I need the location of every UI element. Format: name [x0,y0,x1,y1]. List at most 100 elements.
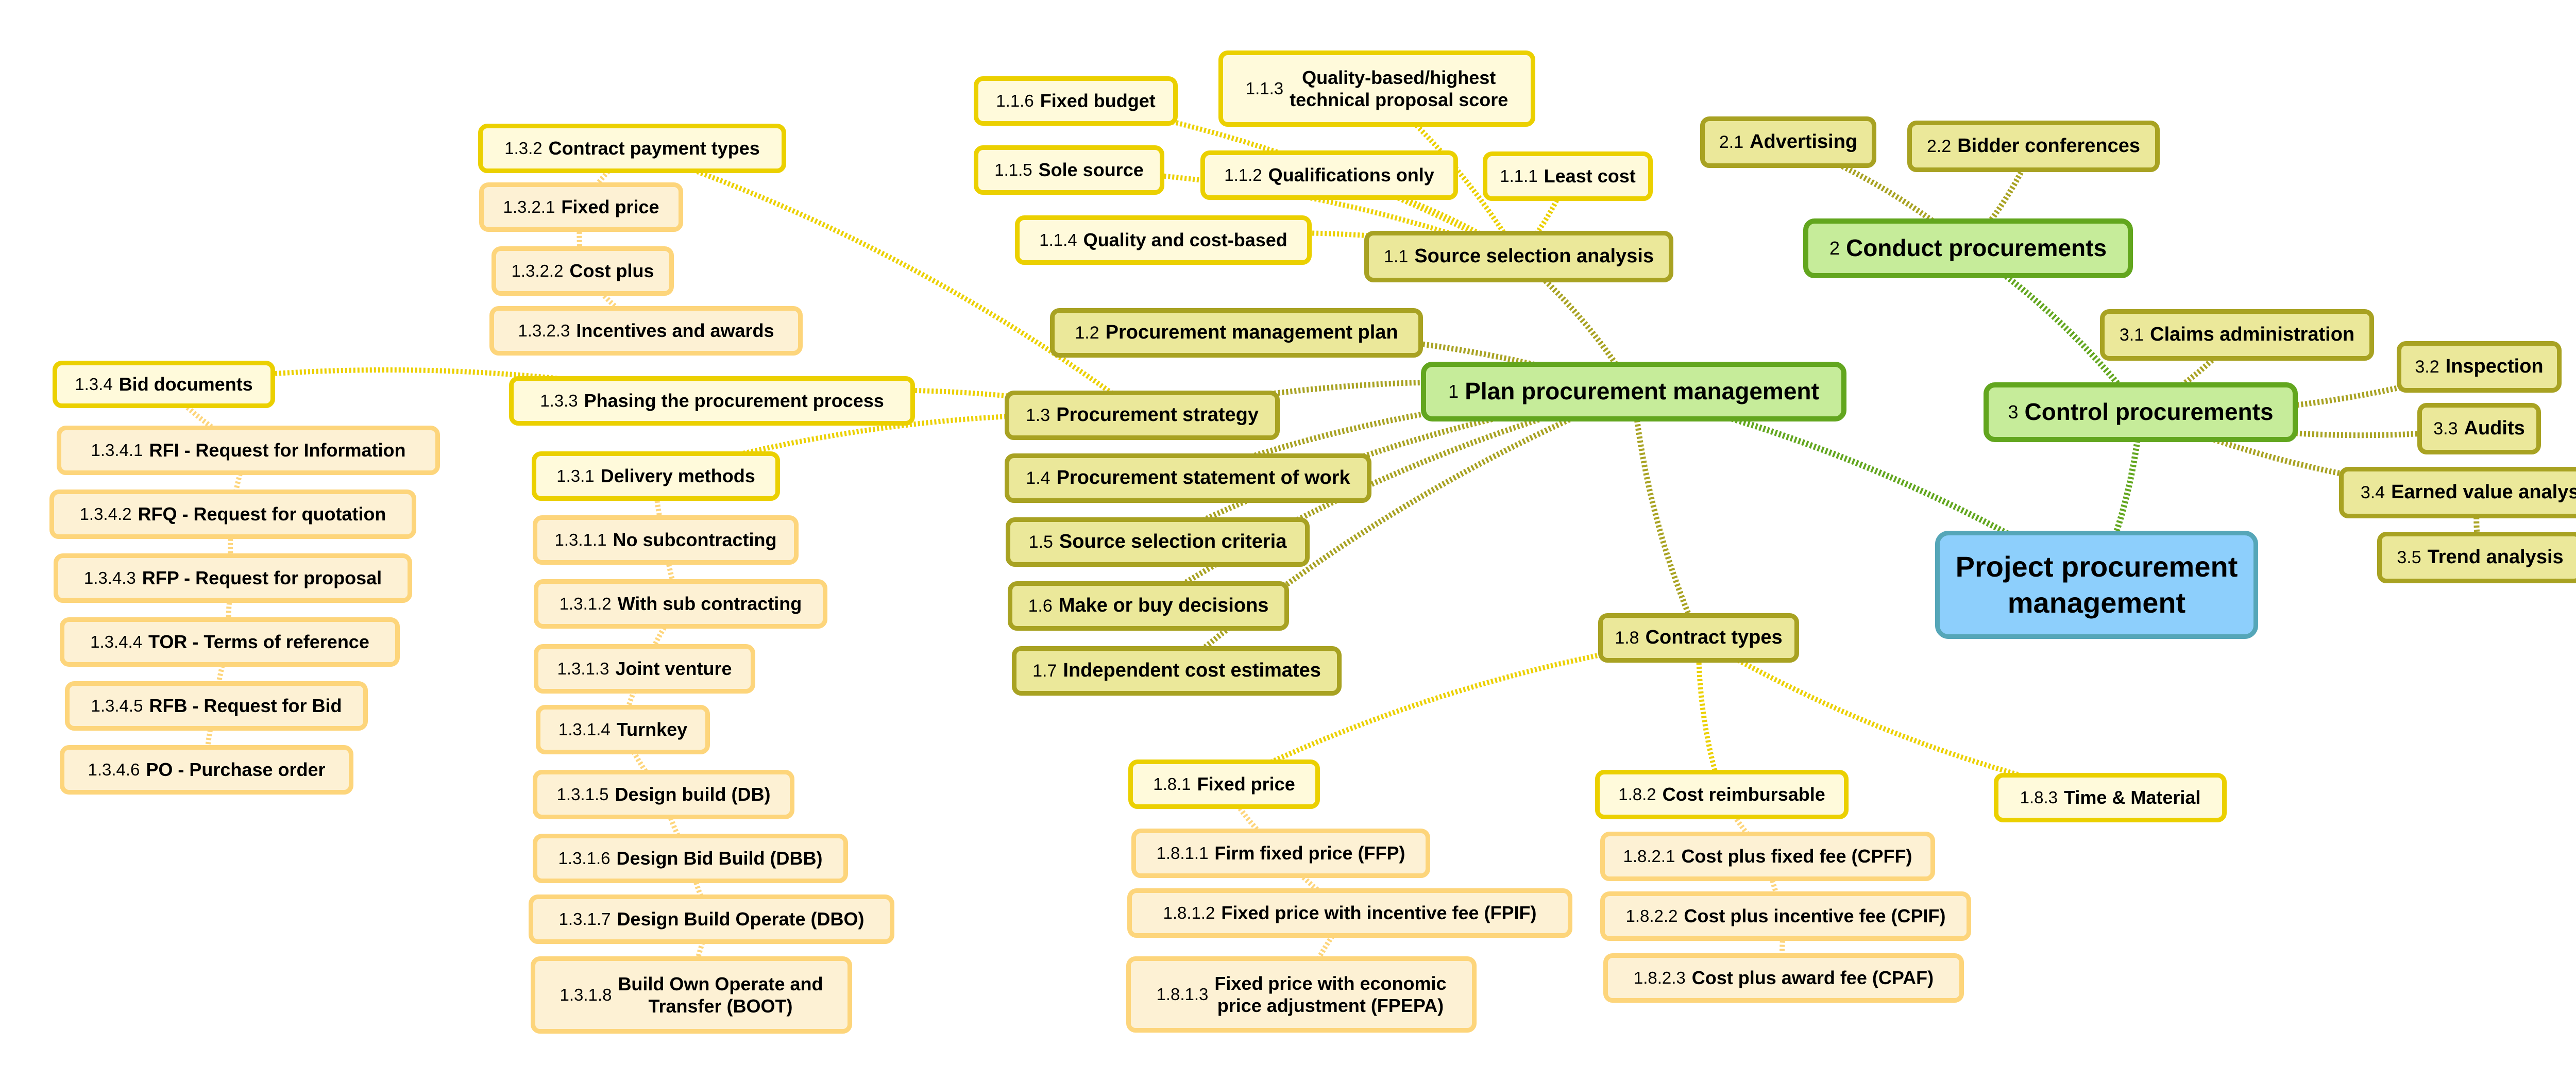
node-label: Design build (DB) [615,784,771,805]
node-label: RFQ - Request for quotation [138,503,386,525]
node-number: 1.1.3 [1245,79,1284,98]
node-number: 1.3.4.3 [83,568,136,587]
node-label: Contract payment types [548,138,760,159]
node-label: Bid documents [118,374,253,395]
node-number: 1.4 [1026,468,1050,488]
node-number: 1.3.1 [556,466,595,485]
node-label: Plan procurement management [1465,378,1819,405]
node-number: 1.3.4.2 [79,504,132,524]
node-number: 1.3.1.7 [558,909,611,929]
node-number: 1.3.4.1 [91,441,143,460]
node-label: Procurement management plan [1105,322,1398,344]
node-number: 1.3.1.3 [557,659,609,678]
node-rfp[interactable]: 1.3.4.3 RFP - Request for proposal [54,553,412,603]
node-label: Phasing the procurement process [584,390,884,412]
node-label: Fixed price with economic price adjustme… [1214,972,1447,1016]
node-label: Project procurement management [1955,550,2238,619]
node-number: 1.3.4.5 [91,696,143,715]
node-label: Design Bid Build (DBB) [616,848,823,869]
node-number: 1.3.2 [504,139,543,158]
connector-n1_3-n1_3_2 [631,146,1144,418]
node-number: 3.3 [2433,418,2458,438]
node-label: Advertising [1750,131,1858,153]
node-label: Earned value analysis [2391,481,2576,503]
node-label: Fixed price with incentive fee (FPIF) [1221,902,1537,924]
node-label: Source selection analysis [1414,245,1654,267]
node-label: Independent cost estimates [1063,660,1321,682]
node-number: 1.3.2.1 [503,197,555,216]
node-label: Turnkey [616,719,688,740]
node-design-build-operate[interactable]: 1.3.1.7 Design Build Operate (DBO) [529,895,894,944]
node-contract-types[interactable]: 1.8 Contract types [1598,613,1799,663]
node-label: Contract types [1645,627,1783,649]
node-label: Fixed budget [1040,90,1156,112]
node-number: 3 [2008,401,2019,423]
node-rfq[interactable]: 1.3.4.2 RFQ - Request for quotation [49,490,416,539]
node-number: 1.8 [1615,628,1639,648]
node-contract-payment-types[interactable]: 1.3.2 Contract payment types [478,124,786,173]
node-label: Least cost [1544,165,1636,187]
node-label: Design Build Operate (DBO) [617,908,865,930]
node-number: 1.8.1 [1153,774,1191,794]
node-number: 1.3.1.8 [560,985,612,1004]
node-label: Cost plus award fee (CPAF) [1691,967,1934,989]
node-number: 1.3 [1025,405,1050,425]
node-number: 1.1.5 [994,160,1032,179]
root-node-project-procurement-management[interactable]: Project procurement management [1935,531,2258,639]
node-label: RFP - Request for proposal [142,567,382,589]
node-number: 1.3.4.4 [90,632,143,651]
node-label: Control procurements [2024,398,2274,426]
node-label: Qualifications only [1268,164,1434,186]
node-label: No subcontracting [613,529,777,551]
